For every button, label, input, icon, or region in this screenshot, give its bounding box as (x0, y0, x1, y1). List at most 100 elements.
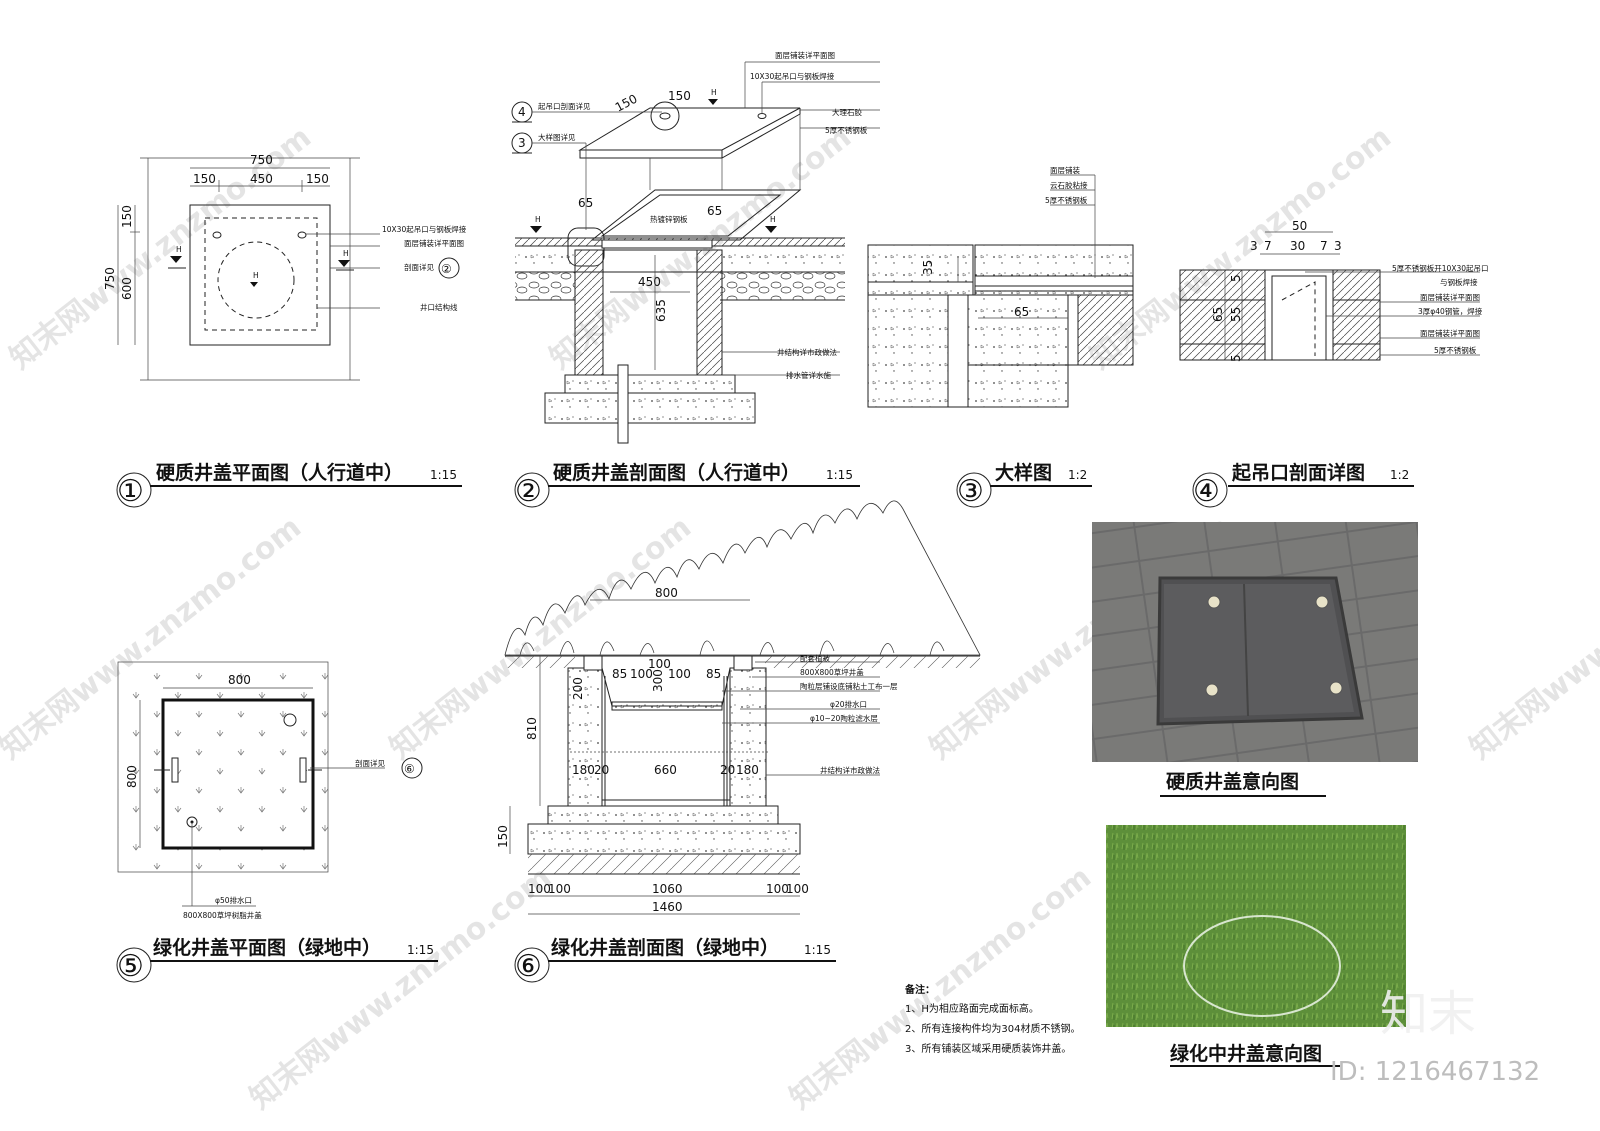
dimension: 150 (120, 205, 134, 228)
note-label: 面层铺装详平面图 (775, 50, 835, 60)
drawing-number: ① (117, 474, 144, 509)
dimension: 100 (630, 667, 653, 681)
photo-caption: 绿化中井盖意向图 (1170, 1042, 1322, 1065)
note-label: 面层铺装详平面图 (1420, 292, 1480, 302)
drawing-title: 绿化井盖平面图（绿地中） (153, 936, 381, 959)
note-label: 配套植被 (800, 653, 830, 663)
note-label: 5厚不锈钢板 (1434, 345, 1477, 355)
dimension: 150 (613, 92, 640, 115)
elevation-mark: H (711, 88, 717, 97)
note-label: 陶粒层铺设底铺粘土工布一层 (800, 681, 898, 691)
dimension: 85 (612, 667, 627, 681)
dimension: 635 (654, 299, 668, 322)
note-label: 面层铺装详平面图 (404, 238, 464, 248)
dimension: 150 (306, 172, 329, 186)
drawing-number: ⑤ (117, 949, 144, 984)
dimension: 800 (125, 765, 139, 788)
drawing-title: 硬质井盖剖面图（人行道中） (553, 461, 800, 484)
dimension: 810 (525, 717, 539, 740)
note-label: 井结构详市政做法 (777, 347, 837, 357)
elevation-mark: H (343, 249, 349, 258)
dimension: 180 (736, 763, 759, 777)
dimension: 100 (786, 882, 809, 896)
note-label: 起吊口剖面详见 (538, 101, 591, 111)
dimension: 55 (1229, 307, 1243, 322)
drawing-number: ⑥ (515, 949, 542, 984)
note-label: 与钢板焊接 (1440, 277, 1478, 287)
note-label: 大样图详见 (538, 132, 576, 142)
drawing-scale: 1:15 (826, 468, 853, 482)
note-label: 剖面详见 (355, 758, 385, 768)
dimension: 35 (921, 260, 935, 275)
elevation-mark: H (176, 245, 182, 254)
dimension: 200 (571, 677, 585, 700)
drawing-title: 起吊口剖面详图 (1231, 461, 1365, 484)
drawing-scale: 1:2 (1068, 468, 1087, 482)
section-ref: ② (441, 262, 452, 276)
dimension: 50 (1292, 219, 1307, 233)
drawing-2-section: 150 150 H 65 65 H H 热镀锌钢板 450 635 (511, 50, 880, 509)
dimension: 600 (120, 277, 134, 300)
dimension: 450 (250, 172, 273, 186)
note-label: 800X800草坪树脂井盖 (183, 910, 262, 920)
dimension: 7 (1320, 239, 1328, 253)
drawing-4-lifting-hole: 50 3 7 30 7 3 5 65 55 5 5厚不锈钢板开10X30起吊口 … (1179, 219, 1489, 509)
note-label: 3厚φ40钢管，焊接 (1418, 306, 1483, 316)
drawing-6-green-section: 800 85 100 100 100 85 300 200 810 180 20… (496, 500, 981, 984)
note-label: φ20排水口 (830, 699, 867, 709)
note-label: 5厚不锈钢板 (825, 125, 868, 135)
remarks-line: 1、H为相应路面完成面标高。 (905, 1002, 1039, 1015)
dimension: 800 (655, 586, 678, 600)
drawing-title: 绿化井盖剖面图（绿地中） (551, 936, 779, 959)
note-label: φ50排水口 (215, 895, 252, 905)
drawing-5-green-plan: 800 800 φ50排水口 800X800草坪树脂井盖 剖面详见 ⑥ ⑤ 绿化… (116, 661, 438, 984)
note-label: 云石胶粘接 (1050, 180, 1088, 190)
elevation-mark: H (253, 271, 259, 280)
drawing-1-plan: 750 150 450 150 150 600 750 H H H 10X30起… (103, 153, 467, 509)
photo-caption: 硬质井盖意向图 (1166, 770, 1299, 793)
photo-hard-cover: 硬质井盖意向图 (1092, 522, 1418, 797)
note-label: 面层铺装 (1050, 165, 1080, 175)
dimension: 300 (651, 669, 665, 692)
dimension: 180 (572, 763, 595, 777)
dimension: 150 (496, 825, 510, 848)
dimension: 30 (1290, 239, 1305, 253)
dimension: 450 (638, 275, 661, 289)
dimension: 65 (1014, 305, 1029, 319)
note-label: 10X30起吊口与钢板焊接 (382, 224, 467, 234)
dimension: 5 (1229, 274, 1243, 282)
drawing-title: 大样图 (995, 461, 1052, 484)
dimension: 20 (720, 763, 735, 777)
dimension: 20 (594, 763, 609, 777)
dimension: 85 (706, 667, 721, 681)
photo-green-cover: 知末 绿化中井盖意向图 (1106, 825, 1476, 1067)
dimension: 1460 (652, 900, 683, 914)
dimension: 3 (1250, 239, 1258, 253)
dimension: 150 (668, 89, 691, 103)
note-label: 10X30起吊口与钢板焊接 (750, 71, 835, 81)
drawing-number: ④ (1193, 474, 1220, 509)
drawing-number: ② (515, 474, 542, 509)
dimension: 7 (1264, 239, 1272, 253)
note-label: 排水管详水施 (786, 370, 831, 380)
dimension: 100 (766, 882, 789, 896)
dimension: 100 (648, 657, 671, 671)
watermark: 知末网www.znzmo.com (783, 860, 1098, 1117)
drawing-number: ③ (957, 474, 984, 509)
remarks-line: 2、所有连接构件均为304材质不锈钢。 (905, 1022, 1080, 1035)
watermark: 知末网www.znzmo.com (1463, 510, 1600, 767)
image-id: ID: 1216467132 (1330, 1057, 1540, 1087)
dimension: 100 (668, 667, 691, 681)
drawing-scale: 1:2 (1390, 468, 1409, 482)
note-label: 5厚不锈钢板 (1045, 195, 1088, 205)
dimension: 750 (103, 267, 117, 290)
watermark: 知末网www.znzmo.com (243, 860, 558, 1117)
drawing-title: 硬质井盖平面图（人行道中） (156, 461, 403, 484)
note-label: 井口结构线 (420, 302, 458, 312)
note-label: 剖面详见 (404, 262, 434, 272)
dimension: 1060 (652, 882, 683, 896)
note-label: 面层铺装详平面图 (1420, 328, 1480, 338)
dimension: 65 (578, 196, 593, 210)
brand-logo: 知末 (1380, 986, 1476, 1042)
